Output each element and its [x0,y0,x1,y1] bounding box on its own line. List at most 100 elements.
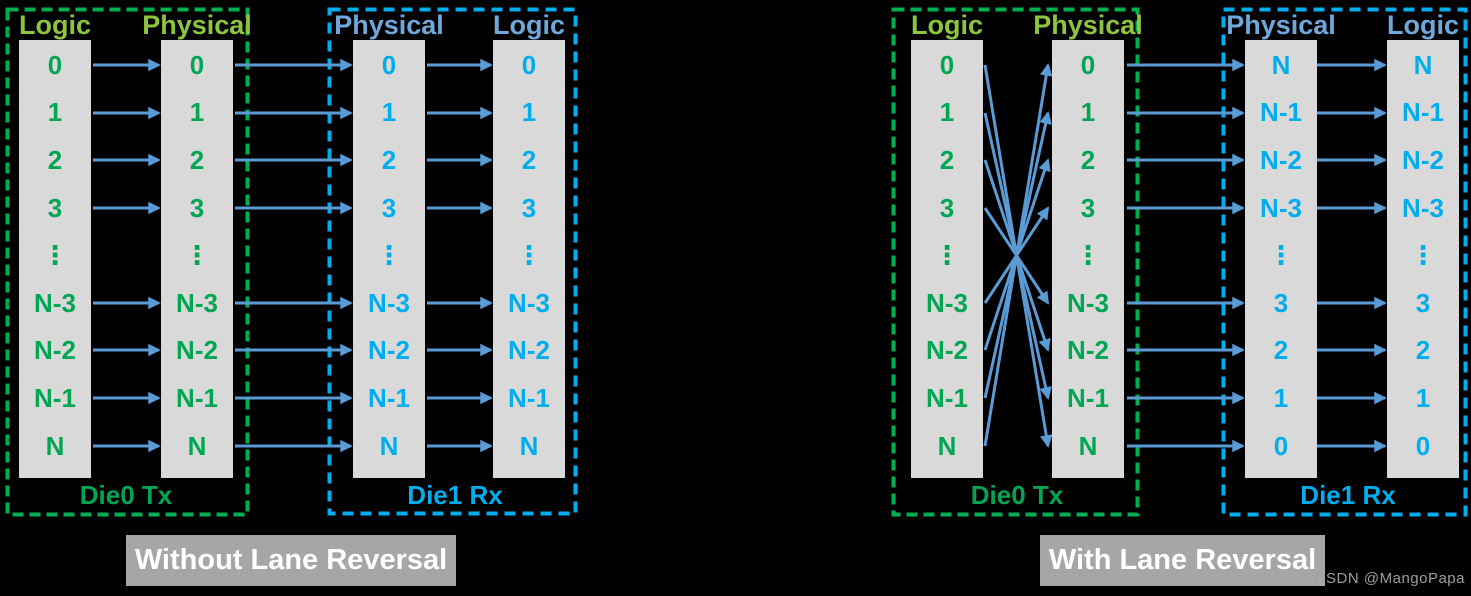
lane-label: N-1 [1402,97,1444,128]
lane-label: N [379,430,399,461]
lane-label: 1 [1415,382,1431,413]
lane-label: N-3 [368,287,410,318]
die1-rx-dashed-box [327,7,578,516]
lane-label: N-1 [368,382,410,413]
lane-label: 3 [1080,192,1096,223]
lane-label: N-2 [926,335,968,366]
ellipsis-label: ⋮ [934,240,960,271]
lane-label: 0 [1080,49,1096,80]
lane-label: 1 [1273,382,1289,413]
column-header-physical: Physical [1226,9,1336,40]
lane-label: N-2 [34,335,76,366]
panelA-die0tx-physical-column: 0 1 2 3 ⋮ N-3 N-2 N-1 N [161,40,233,478]
panelA-die1rx-logic-column: 0 1 2 3 ⋮ N-3 N-2 N-1 N [493,40,565,478]
lane-label: N-2 [368,335,410,366]
lane-label: 3 [189,192,205,223]
ellipsis-label: ⋮ [42,240,68,271]
lane-label: 2 [189,144,205,175]
lane-label: N-1 [1067,382,1109,413]
lane-label: 3 [1415,287,1431,318]
lane-label: N [187,430,207,461]
lane-label: N-1 [508,382,550,413]
lane-label: 2 [1273,335,1289,366]
lane-label: 0 [189,49,205,80]
lane-label: N-3 [926,287,968,318]
lane-label: N-3 [1260,192,1302,223]
lane-label: 0 [1415,430,1431,461]
lane-label: 3 [939,192,955,223]
watermark-text: CSDN @MangoPapa [1314,570,1465,587]
lane-label: 2 [521,144,537,175]
panelA-die1rx-physical-column: 0 1 2 3 ⋮ N-3 N-2 N-1 N [353,40,425,478]
lane-label: 0 [939,49,955,80]
lane-label: N [937,430,957,461]
column-header-physical: Physical [142,9,252,40]
lane-label: N-2 [176,335,218,366]
ellipsis-label: ⋮ [1075,240,1101,271]
die1-rx-label: Die1 Rx [1300,479,1396,510]
lane-arrows [93,58,1387,453]
lane-label: 1 [521,97,537,128]
caption-with-lane-reversal: With Lane Reversal [1040,535,1325,586]
lane-label: 0 [381,49,397,80]
lane-label: N [1078,430,1098,461]
lane-label: 1 [1080,97,1096,128]
caption-without-lane-reversal: Without Lane Reversal [126,535,456,586]
lane-label: N-2 [1402,144,1444,175]
lane-label: 0 [521,49,537,80]
panelB-die1rx-logic-column: N N-1 N-2 N-3 ⋮ 3 2 1 0 [1387,40,1459,478]
lane-label: 0 [1273,430,1289,461]
lane-label: N-2 [1067,335,1109,366]
lane-label: 1 [381,97,397,128]
panelB-die1rx-physical-column: N N-1 N-2 N-3 ⋮ 3 2 1 0 [1245,40,1317,478]
column-header-logic: Logic [19,9,91,40]
panelB-die0tx-physical-column: 0 1 2 3 ⋮ N-3 N-2 N-1 N [1052,40,1124,478]
lane-arrow [983,63,1053,447]
column-header-physical: Physical [1033,9,1143,40]
lane-label: 3 [47,192,63,223]
lane-label: N-1 [34,382,76,413]
lane-label: 0 [47,49,63,80]
column-header-logic: Logic [911,9,983,40]
lane-label: N [519,430,539,461]
lane-label: 3 [521,192,537,223]
die0-tx-dashed-box [5,7,250,517]
lane-label: 1 [189,97,205,128]
die1-rx-label: Die1 Rx [407,479,503,510]
ellipsis-label: ⋮ [516,240,542,271]
die0-tx-dashed-box-2 [891,7,1140,517]
lane-label: N-3 [508,287,550,318]
lane-label: N-2 [1260,144,1302,175]
lane-label: N [1413,49,1433,80]
ellipsis-label: ⋮ [1410,240,1436,271]
lane-label: 2 [47,144,63,175]
lane-label: N-1 [1260,97,1302,128]
lane-label: 2 [1080,144,1096,175]
column-header-logic: Logic [1387,9,1459,40]
ellipsis-label: ⋮ [1268,240,1294,271]
lane-label: 1 [47,97,63,128]
lane-label: N [45,430,65,461]
lane-label: N-3 [1402,192,1444,223]
lane-label: N-1 [176,382,218,413]
lane-label: 3 [381,192,397,223]
lane-label: 1 [939,97,955,128]
lane-label: N [1271,49,1291,80]
lane-label: 2 [381,144,397,175]
die1-rx-dashed-box-2 [1221,7,1468,517]
ellipsis-label: ⋮ [376,240,402,271]
lane-label: N-3 [34,287,76,318]
lane-label: N-1 [926,382,968,413]
ellipsis-label: ⋮ [184,240,210,271]
panelB-die0tx-logic-column: 0 1 2 3 ⋮ N-3 N-2 N-1 N [911,40,983,478]
lane-label: N-3 [176,287,218,318]
die0-tx-label: Die0 Tx [970,479,1064,510]
lane-label: 3 [1273,287,1289,318]
lane-label: 2 [939,144,955,175]
lane-label: N-2 [508,335,550,366]
die0-tx-label: Die0 Tx [79,479,173,510]
panelA-die0tx-logic-column: 0 1 2 3 ⋮ N-3 N-2 N-1 N [19,40,91,478]
lane-label: 2 [1415,335,1431,366]
